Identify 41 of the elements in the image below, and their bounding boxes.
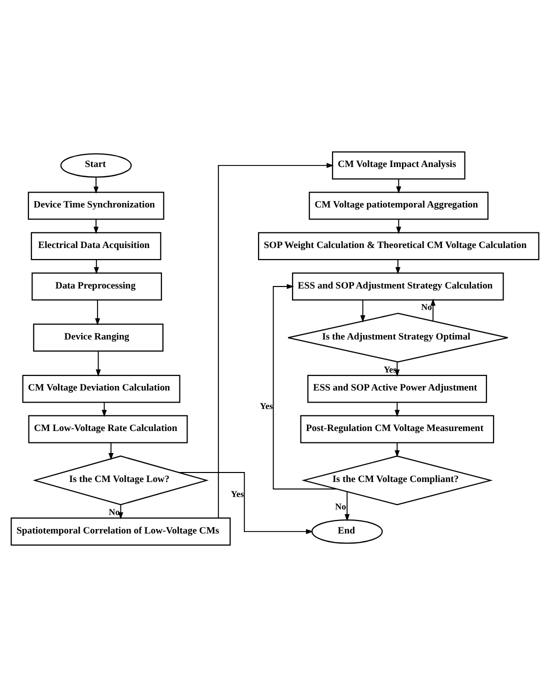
- arrow: [394, 442, 400, 457]
- node-ellipse: End: [311, 518, 383, 544]
- node-diamond: Is the CM Voltage Compliant?: [302, 455, 493, 505]
- node-ellipse: Start: [60, 152, 132, 178]
- node-box: Device Ranging: [33, 323, 164, 352]
- node-box: Electrical Data Acquisition: [30, 232, 162, 260]
- node-diamond: Is the CM Voltage Low?: [32, 455, 209, 505]
- arrow: [94, 258, 99, 274]
- arrow: [96, 350, 101, 376]
- arrow: [94, 218, 99, 234]
- arrow: [218, 162, 334, 518]
- arrow: [272, 283, 338, 489]
- arrow: [430, 298, 436, 321]
- arrow: [394, 402, 400, 417]
- arrow: [396, 218, 402, 234]
- node-box: Device Time Synchronization: [28, 191, 164, 220]
- arrow: [395, 258, 400, 274]
- node-box: SOP Weight Calculation & Theoretical CM Voltage Calculation: [258, 232, 540, 260]
- arrow: [94, 176, 99, 194]
- arrow: [108, 442, 114, 460]
- node-box: Post-Regulation CM Voltage Measurement: [300, 414, 494, 443]
- node-box: CM Voltage patiotemporal Aggregation: [308, 191, 488, 220]
- node-box: ESS and SOP Adjustment Strategy Calculation: [292, 272, 504, 300]
- edge-label: No: [421, 301, 432, 312]
- arrow: [178, 472, 314, 534]
- node-box: CM Voltage Deviation Calculation: [22, 374, 180, 402]
- edge-label: Yes: [230, 488, 244, 499]
- arrow: [102, 402, 107, 417]
- node-box: CM Voltage Impact Analysis: [332, 150, 466, 179]
- node-box: Spatiotemporal Correlation of Low-Voltage CMs: [10, 517, 231, 546]
- arrow: [95, 299, 100, 325]
- node-box: CM Low-Voltage Rate Calculation: [28, 414, 188, 443]
- arrow: [396, 178, 402, 194]
- arrow: [118, 504, 124, 519]
- arrow: [344, 490, 350, 521]
- arrow: [360, 299, 366, 322]
- edge-label: No: [108, 506, 120, 517]
- node-box: ESS and SOP Active Power Adjustment: [307, 374, 488, 402]
- edge-label: Yes: [260, 400, 273, 411]
- node-diamond: Is the Adjustment Strategy Optimal: [288, 312, 508, 362]
- node-box: Data Preprocessing: [32, 272, 162, 300]
